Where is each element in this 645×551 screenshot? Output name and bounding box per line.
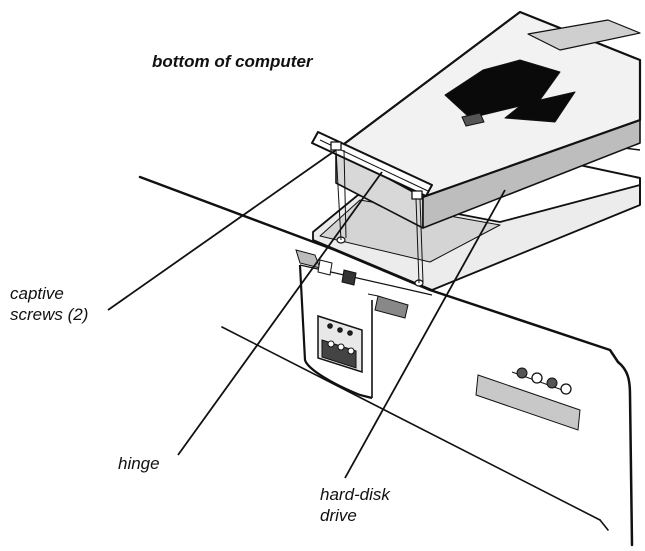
- hinge-label: hinge: [118, 453, 160, 474]
- hard-disk-drive-label-line1: hard-disk: [320, 484, 390, 505]
- side-icon-strip: [476, 368, 580, 430]
- hard-disk-drive-label: hard-disk drive: [320, 484, 390, 526]
- hard-disk-drive: [312, 12, 640, 228]
- hinge-leader: [178, 172, 382, 455]
- captive-screws-label: captive screws (2): [10, 283, 88, 325]
- captive-screws-label-line2: screws (2): [10, 304, 88, 325]
- captive-screws-label-line1: captive: [10, 283, 88, 304]
- hard-disk-drive-label-line2: drive: [320, 505, 390, 526]
- diagram-title: bottom of computer: [152, 51, 313, 72]
